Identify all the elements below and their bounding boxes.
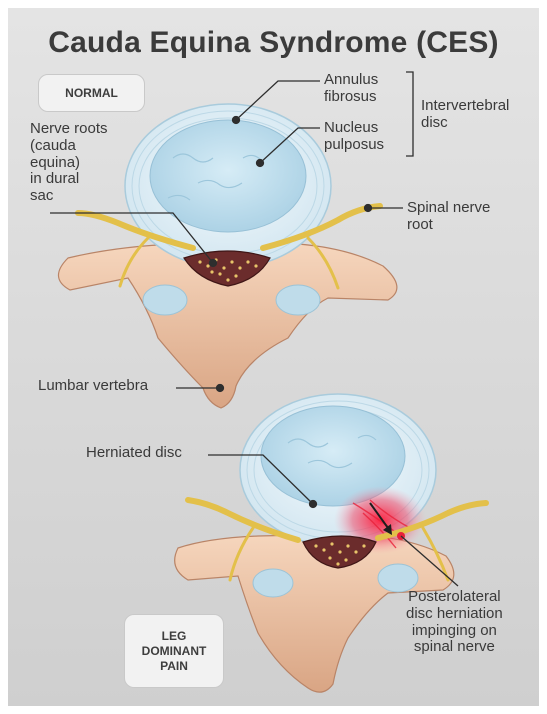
herniated-foramen-left <box>253 569 293 597</box>
illustration-frame: Cauda Equina Syndrome (CES) NORMAL LEG D… <box>8 8 539 706</box>
annulus-fibrosus-label: Annulus fibrosus <box>324 72 378 106</box>
leg-dominant-pain-badge: LEG DOMINANT PAIN <box>124 614 224 688</box>
intervertebral-disc-label: Intervertebral disc <box>421 98 509 132</box>
normal-foramen-right <box>276 285 320 315</box>
lumbar-vertebra-label: Lumbar vertebra <box>38 378 148 395</box>
nucleus-pulposus-label: Nucleus pulposus <box>324 120 384 154</box>
normal-badge: NORMAL <box>38 74 145 112</box>
nerve-roots-label: Nerve roots (cauda equina) in dural sac <box>30 121 108 205</box>
page-title: Cauda Equina Syndrome (CES) <box>8 26 539 60</box>
herniated-disc-label: Herniated disc <box>86 445 182 462</box>
posterolateral-herniation-label: Posterolateral disc herniation impinging… <box>406 589 503 656</box>
spinal-nerve-root-label: Spinal nerve root <box>407 200 490 234</box>
normal-foramen-left <box>143 285 187 315</box>
normal-nucleus <box>150 120 306 232</box>
